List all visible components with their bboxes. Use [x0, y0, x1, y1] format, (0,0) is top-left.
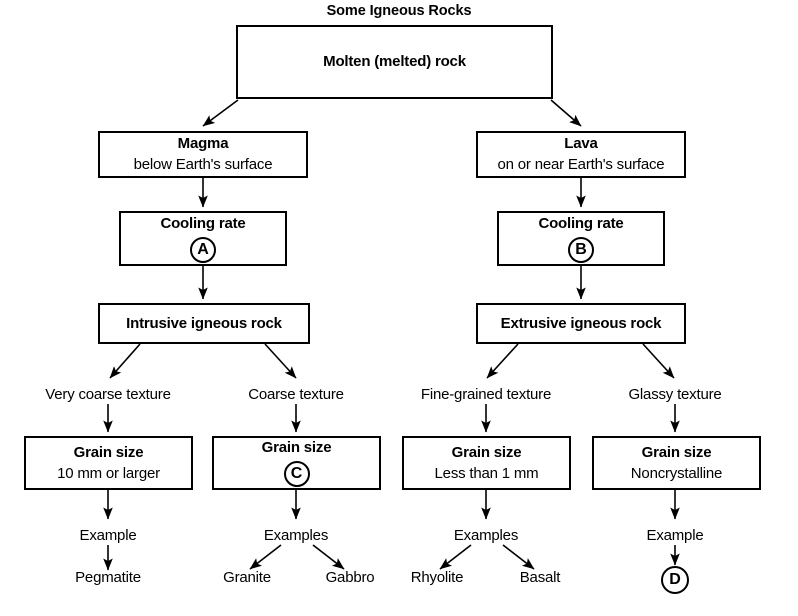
node-cooling-rate-a-title: Cooling rate	[160, 214, 246, 232]
label-texture-glassy: Glassy texture	[628, 386, 722, 403]
node-cooling-rate-b[interactable]: Cooling rate B	[497, 211, 665, 266]
node-extrusive-igneous-rock-label: Extrusive igneous rock	[500, 314, 662, 332]
node-grain-size-coarse[interactable]: Grain size C	[212, 436, 381, 490]
node-cooling-rate-a[interactable]: Cooling rate A	[119, 211, 287, 266]
node-grain-size-very-coarse-title: Grain size	[73, 443, 144, 461]
label-texture-fine-grained: Fine-grained texture	[420, 386, 552, 403]
node-extrusive-igneous-rock[interactable]: Extrusive igneous rock	[476, 303, 686, 344]
label-examples-granite-gabbro: Examples	[263, 527, 329, 544]
node-cooling-rate-b-title: Cooling rate	[538, 214, 624, 232]
label-example-pegmatite: Example	[79, 527, 137, 544]
label-example-glassy: Example	[646, 527, 704, 544]
answer-blank-d[interactable]: D	[661, 566, 689, 594]
node-grain-size-fine-grained[interactable]: Grain size Less than 1 mm	[402, 436, 571, 490]
answer-blank-c[interactable]: C	[283, 461, 310, 487]
node-grain-size-fine-grained-value: Less than 1 mm	[434, 464, 539, 482]
rock-basalt: Basalt	[519, 569, 561, 586]
rock-rhyolite: Rhyolite	[410, 569, 464, 586]
node-magma-subtitle: below Earth's surface	[133, 156, 273, 173]
label-texture-very-coarse: Very coarse texture	[45, 386, 171, 403]
rock-gabbro: Gabbro	[325, 569, 375, 586]
node-molten-rock-label: Molten (melted) rock	[323, 53, 466, 70]
page-title: Some Igneous Rocks	[326, 3, 472, 19]
node-grain-size-glassy-title: Grain size	[641, 443, 712, 461]
label-texture-coarse: Coarse texture	[248, 386, 344, 403]
answer-blank-a[interactable]: A	[190, 236, 216, 263]
node-molten-rock[interactable]: Molten (melted) rock	[236, 25, 553, 99]
node-grain-size-very-coarse-value: 10 mm or larger	[57, 464, 160, 482]
rock-pegmatite: Pegmatite	[75, 569, 141, 586]
node-intrusive-igneous-rock-label: Intrusive igneous rock	[126, 314, 282, 332]
rock-granite: Granite	[223, 569, 271, 586]
node-grain-size-fine-grained-title: Grain size	[451, 443, 522, 461]
node-magma-title: Magma	[177, 135, 229, 152]
label-examples-rhyolite-basalt: Examples	[453, 527, 519, 544]
node-grain-size-coarse-title: Grain size	[261, 439, 332, 456]
answer-blank-b[interactable]: B	[568, 236, 594, 263]
node-grain-size-very-coarse[interactable]: Grain size 10 mm or larger	[24, 436, 193, 490]
node-lava-title: Lava	[564, 135, 598, 152]
node-lava[interactable]: Lava on or near Earth's surface	[476, 131, 686, 178]
node-intrusive-igneous-rock[interactable]: Intrusive igneous rock	[98, 303, 310, 344]
node-lava-subtitle: on or near Earth's surface	[497, 156, 665, 173]
node-magma[interactable]: Magma below Earth's surface	[98, 131, 308, 178]
node-grain-size-glassy-value: Noncrystalline	[630, 464, 723, 482]
node-grain-size-glassy[interactable]: Grain size Noncrystalline	[592, 436, 761, 490]
